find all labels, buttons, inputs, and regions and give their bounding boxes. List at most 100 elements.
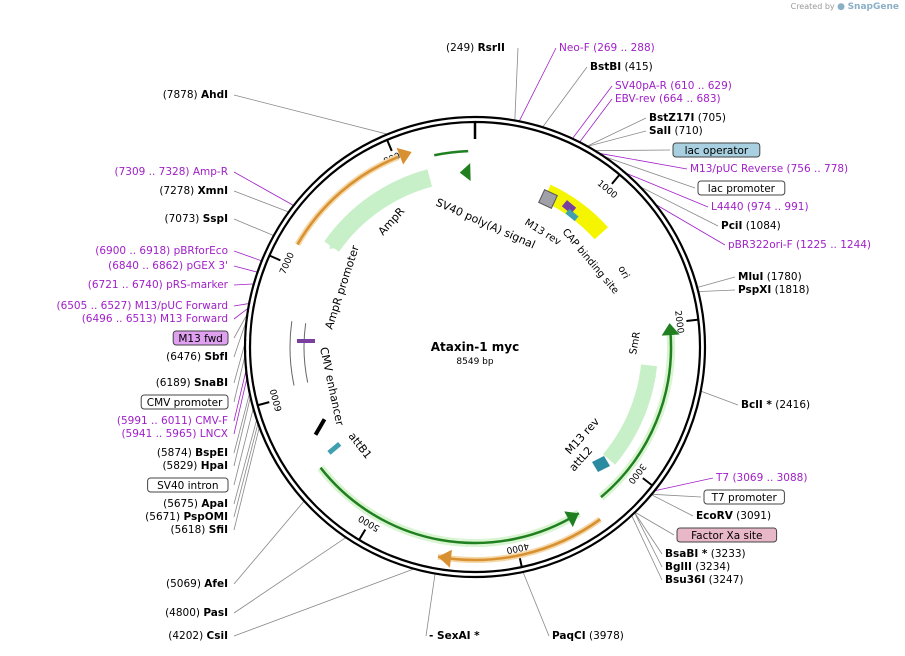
sv40-arrowhead xyxy=(459,163,471,182)
cmv-enhancer-edge-outer xyxy=(289,321,295,386)
ebv-rev-text: EBV-rev (664 .. 683) xyxy=(615,93,721,105)
sbfi-position: (6476) xyxy=(166,351,204,363)
left-label-m13-puc-forward: (6505 .. 6527) M13/pUC Forward xyxy=(56,300,228,312)
bglii-text: BglII (3234) xyxy=(665,561,730,573)
attb1-marker xyxy=(327,441,342,455)
right-label-ecorv: EcoRV (3091) xyxy=(696,510,771,522)
pbrforeco-position: (6900 .. 6918) xyxy=(95,245,173,257)
pbr322ori-f-text: pBR322ori-F (1225 .. 1244) xyxy=(728,239,871,251)
smr-arrowhead xyxy=(661,323,680,336)
left-label-m13-fwd: M13 fwd xyxy=(172,330,229,346)
sv40pa-r-connector xyxy=(571,85,613,140)
right-label-factor-xa-site: Factor Xa site xyxy=(676,527,778,543)
apai-name: ApaI xyxy=(201,498,228,510)
ebv-rev-position: (664 .. 683) xyxy=(656,93,721,105)
bsu36i-position: (3247) xyxy=(705,574,743,586)
left-label-amp-r: (7309 .. 7328) Amp-R xyxy=(115,166,229,178)
afei-text: (5069) AfeI xyxy=(166,578,228,590)
right-label-mlui: MluI (1780) xyxy=(738,271,802,283)
pcii-connector xyxy=(636,184,719,227)
orange-lower-arrowhead xyxy=(438,549,452,568)
ebv-rev-name: EBV-rev xyxy=(615,93,656,105)
bstbi-text: BstBI (415) xyxy=(590,61,653,73)
m13-puc-forward-name: M13/pUC Forward xyxy=(135,300,228,312)
polya-block xyxy=(538,189,558,209)
ori-label: ori xyxy=(615,264,631,281)
sv40pa-r-name: SV40pA-R xyxy=(615,80,667,92)
m13-puc-reverse-position: (756 .. 778) xyxy=(783,163,848,175)
t7-promoter-connector xyxy=(650,493,702,498)
l4440-connector xyxy=(622,171,709,208)
tick-label-7000: 7000 xyxy=(278,251,297,276)
bsabi-connector xyxy=(633,511,663,555)
m13-fwd-box xyxy=(172,330,229,346)
sv40pa-r-position: (610 .. 629) xyxy=(667,80,732,92)
bsu36i-connector xyxy=(630,514,663,581)
right-label-lac-promoter: lac promoter xyxy=(697,180,786,196)
bcli-connector xyxy=(699,390,739,406)
bglii-position: (3234) xyxy=(692,561,730,573)
left-label-prs-marker: (6721 .. 6740) pRS-marker xyxy=(88,279,229,291)
pspxi-text: PspXI (1818) xyxy=(738,284,810,296)
left-label-cmv-f: (5991 .. 6011) CMV-F xyxy=(117,415,228,427)
pbrforeco-text: (6900 .. 6918) pBRforEco xyxy=(95,245,228,257)
sexai-text: - SexAI * xyxy=(429,630,480,642)
m13-puc-reverse-text: M13/pUC Reverse (756 .. 778) xyxy=(690,163,848,175)
prs-marker-position: (6721 .. 6740) xyxy=(88,279,166,291)
left-label-csii: (4202) CsiI xyxy=(168,630,228,642)
insert-band xyxy=(319,466,580,545)
bsu36i-name: Bsu36I xyxy=(665,574,705,586)
orange-upper-arrowhead xyxy=(396,147,412,165)
cap-binding-label: CAP binding site xyxy=(560,227,621,297)
left-label-bspei: (5874) BspEI xyxy=(157,447,228,459)
pgex-3-connector xyxy=(233,265,259,273)
l4440-position: (974 .. 991) xyxy=(744,201,809,213)
m13-fwd-text: M13 fwd xyxy=(178,333,223,345)
tick-label-2000: 2000 xyxy=(672,310,685,334)
sv40-band xyxy=(433,149,469,157)
tick-8 xyxy=(386,139,393,152)
amp-r-name: Amp-R xyxy=(193,166,228,178)
backbone-outer xyxy=(243,115,707,579)
amp-r-text: (7309 .. 7328) Amp-R xyxy=(115,166,229,178)
attb1-bar xyxy=(313,418,327,436)
bcli-text: BclI * (2416) xyxy=(741,399,810,411)
left-label-apai: (5675) ApaI xyxy=(163,498,228,510)
l4440-name: L4440 xyxy=(711,201,744,213)
credit-brand: SnapGene xyxy=(847,2,899,12)
factor-xa-site-text: Factor Xa site xyxy=(691,530,762,542)
neo-f-connector xyxy=(518,47,557,123)
pbrforeco-name: pBRforEco xyxy=(174,245,228,257)
tick-label-6000: 6000 xyxy=(269,387,285,412)
lac-operator-box xyxy=(672,142,761,158)
sfii-position: (5618) xyxy=(170,524,208,536)
hpai-connector xyxy=(233,394,252,467)
right-label-rsrii: (249) RsrII xyxy=(446,42,505,54)
ahdi-position: (7878) xyxy=(163,89,201,101)
sali-name: SalI xyxy=(649,125,671,137)
pbr322ori-f-position: (1225 .. 1244) xyxy=(793,239,871,251)
mlui-text: MluI (1780) xyxy=(738,271,802,283)
right-label-pspxi: PspXI (1818) xyxy=(738,284,810,296)
cmv-enhancer-edge-inner xyxy=(303,323,309,383)
sexai-connector xyxy=(425,572,436,637)
lac-promoter-connector xyxy=(599,154,696,189)
connector-lines xyxy=(233,47,739,637)
sv40pa-r-text: SV40pA-R (610 .. 629) xyxy=(615,80,732,92)
right-label-ebv-rev: EBV-rev (664 .. 683) xyxy=(615,93,721,105)
lncx-name: LNCX xyxy=(200,428,228,440)
right-label-neo-f: Neo-F (269 .. 288) xyxy=(559,42,655,54)
pgex-3-position: (6840 .. 6862) xyxy=(108,260,186,272)
apai-position: (5675) xyxy=(163,498,201,510)
left-label-pbrforeco: (6900 .. 6918) pBRforEco xyxy=(95,245,228,257)
sspi-position: (7073) xyxy=(164,213,202,225)
smr-arrow-head xyxy=(638,365,657,378)
pgex-3-text: (6840 .. 6862) pGEX 3' xyxy=(108,260,228,272)
t7-promoter-box xyxy=(703,489,785,505)
t7-promoter-text: T7 promoter xyxy=(711,492,778,504)
csii-name: CsiI xyxy=(207,630,228,642)
sspi-name: SspI xyxy=(203,213,228,225)
pcii-name: PciI xyxy=(721,220,742,232)
paqci-text: PaqCI (3978) xyxy=(552,630,624,642)
right-label-m13-puc-reverse: M13/pUC Reverse (756 .. 778) xyxy=(690,163,848,175)
